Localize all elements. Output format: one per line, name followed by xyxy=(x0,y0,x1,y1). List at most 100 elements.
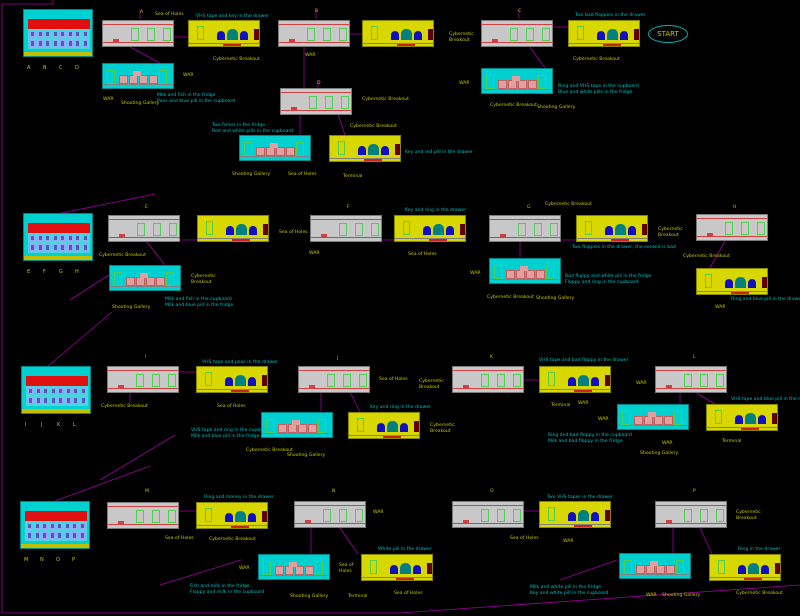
door-icon xyxy=(585,221,592,235)
hall-scene[interactable] xyxy=(452,366,524,393)
rug-icon xyxy=(223,44,241,46)
arch-icon xyxy=(761,565,769,574)
lounge-scene[interactable] xyxy=(196,366,268,393)
hall-scene[interactable] xyxy=(452,501,524,528)
item-location-note: Key and red pill in the drawer xyxy=(405,150,473,155)
hall-scene[interactable] xyxy=(310,215,382,242)
kitchen-scene[interactable] xyxy=(481,68,553,94)
table-icon xyxy=(113,39,119,42)
street-scene[interactable] xyxy=(20,501,90,549)
rug-icon xyxy=(744,578,762,580)
ceiling-stripe xyxy=(453,370,523,371)
hall-scene[interactable] xyxy=(108,215,180,242)
door-icon xyxy=(197,26,204,40)
street-scene[interactable] xyxy=(23,213,93,261)
destination-label: Shooting Gallery xyxy=(640,451,679,456)
lounge-scene[interactable] xyxy=(576,215,648,242)
street-scene[interactable] xyxy=(23,9,93,57)
floor-stripe xyxy=(363,43,433,44)
hall-scene[interactable] xyxy=(278,20,350,47)
door-icon xyxy=(339,28,347,41)
hall-scene[interactable] xyxy=(280,88,352,115)
fireplace-icon xyxy=(368,144,379,155)
hall-scene[interactable] xyxy=(655,501,727,528)
destination-label: Sea of Holes xyxy=(339,563,354,574)
hall-scene[interactable] xyxy=(696,214,768,241)
cupboard-icon xyxy=(288,424,297,433)
exit-door-icon xyxy=(263,224,268,235)
lounge-scene[interactable] xyxy=(696,268,768,295)
cooker-icon xyxy=(512,76,520,81)
window-icon xyxy=(35,397,41,404)
kitchen-scene[interactable] xyxy=(619,553,691,579)
arch-icon xyxy=(240,31,248,40)
hall-scene[interactable] xyxy=(294,501,366,528)
fireplace-icon xyxy=(607,29,618,40)
hall-scene[interactable] xyxy=(298,366,370,393)
kitchen-scene[interactable] xyxy=(617,404,689,430)
kitchen-scene[interactable] xyxy=(489,258,561,284)
hall-scene[interactable] xyxy=(102,20,174,47)
street-scene[interactable] xyxy=(21,366,91,414)
door-icon xyxy=(550,223,558,236)
hall-scene[interactable] xyxy=(107,366,179,393)
hall-scene[interactable] xyxy=(107,502,179,529)
kitchen-scene[interactable] xyxy=(258,554,330,580)
destination-label: WAR xyxy=(183,73,194,78)
door-icon xyxy=(513,509,521,522)
lounge-scene[interactable] xyxy=(196,502,268,529)
fireplace-icon xyxy=(745,413,756,424)
lounge-scene[interactable] xyxy=(539,366,611,393)
cupboard-icon xyxy=(634,416,643,425)
arch-icon xyxy=(248,377,256,386)
cupboard-icon xyxy=(656,565,665,574)
floor-stripe xyxy=(311,237,381,238)
hall-scene[interactable] xyxy=(489,215,561,242)
destination-label: Cybernetic Breakout xyxy=(209,537,256,542)
door-icon xyxy=(147,28,155,41)
floor-stripe xyxy=(259,575,329,576)
window-icon xyxy=(45,244,50,251)
door-icon xyxy=(169,223,177,236)
kitchen-scene[interactable] xyxy=(239,135,311,161)
window-icon xyxy=(34,532,40,539)
connection-arrow xyxy=(159,559,242,586)
lounge-scene[interactable] xyxy=(329,135,401,162)
lounge-scene[interactable] xyxy=(709,554,781,581)
window-icon xyxy=(49,523,55,529)
lounge-scene[interactable] xyxy=(348,412,420,439)
door-icon xyxy=(526,28,534,41)
window-icon xyxy=(57,532,62,539)
door-icon xyxy=(534,223,542,236)
lounge-scene[interactable] xyxy=(568,20,640,47)
kitchen-scene[interactable] xyxy=(109,265,181,291)
item-location-note: Two floppies in the drawer, the second i… xyxy=(572,245,676,250)
door-icon xyxy=(107,70,115,84)
house-entrance-label: I xyxy=(25,422,27,428)
door-icon xyxy=(168,374,176,387)
lounge-scene[interactable] xyxy=(394,215,466,242)
hall-scene[interactable] xyxy=(481,20,553,47)
rug-icon xyxy=(231,526,249,528)
window-icon xyxy=(65,397,71,404)
kitchen-scene[interactable] xyxy=(261,412,333,438)
hall-scene[interactable] xyxy=(655,366,727,393)
lounge-scene[interactable] xyxy=(706,404,778,431)
kitchen-scene[interactable] xyxy=(102,63,174,89)
arch-icon xyxy=(748,279,756,288)
arch-icon xyxy=(620,31,628,40)
lounge-scene[interactable] xyxy=(197,215,269,242)
lounge-scene[interactable] xyxy=(188,20,260,47)
destination-label: Shooting Gallery xyxy=(290,594,329,599)
arch-icon xyxy=(568,512,576,521)
lounge-scene[interactable] xyxy=(362,20,434,47)
fireplace-icon xyxy=(615,224,626,235)
table-icon xyxy=(309,385,315,388)
window-icon xyxy=(60,40,65,47)
window-icon xyxy=(73,397,78,404)
cupboard-icon xyxy=(146,277,155,286)
door-icon xyxy=(341,96,349,109)
lounge-scene[interactable] xyxy=(361,554,433,581)
exit-door-icon xyxy=(262,511,267,522)
lounge-scene[interactable] xyxy=(539,501,611,528)
